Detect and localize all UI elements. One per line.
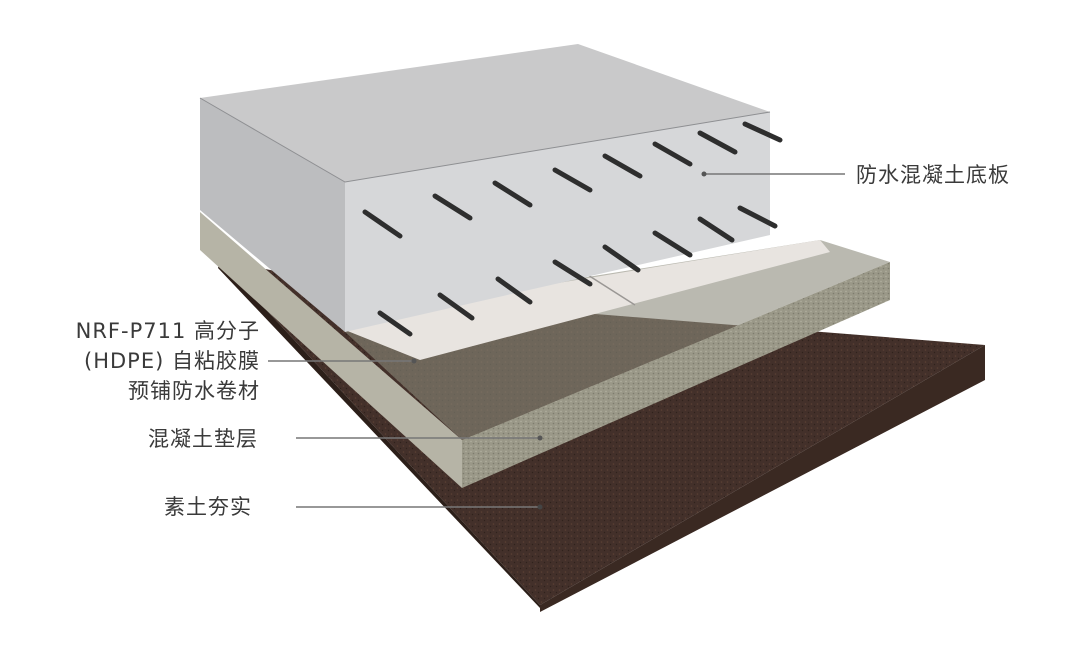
leader-cushion-dot (538, 436, 543, 441)
membrane-label-line1: NRF-P711 高分子 (30, 316, 260, 346)
slab-label: 防水混凝土底板 (856, 160, 1010, 190)
soil-label: 素土夯实 (164, 492, 252, 522)
membrane-label-line2: (HDPE) 自粘胶膜 (30, 346, 260, 376)
membrane-label: NRF-P711 高分子 (HDPE) 自粘胶膜 预铺防水卷材 (30, 316, 260, 406)
leader-slab-dot (702, 172, 707, 177)
leader-soil-dot (538, 505, 543, 510)
leader-membrane-dot (412, 359, 417, 364)
membrane-label-line3: 预铺防水卷材 (30, 376, 260, 406)
cushion-label: 混凝土垫层 (148, 424, 258, 454)
